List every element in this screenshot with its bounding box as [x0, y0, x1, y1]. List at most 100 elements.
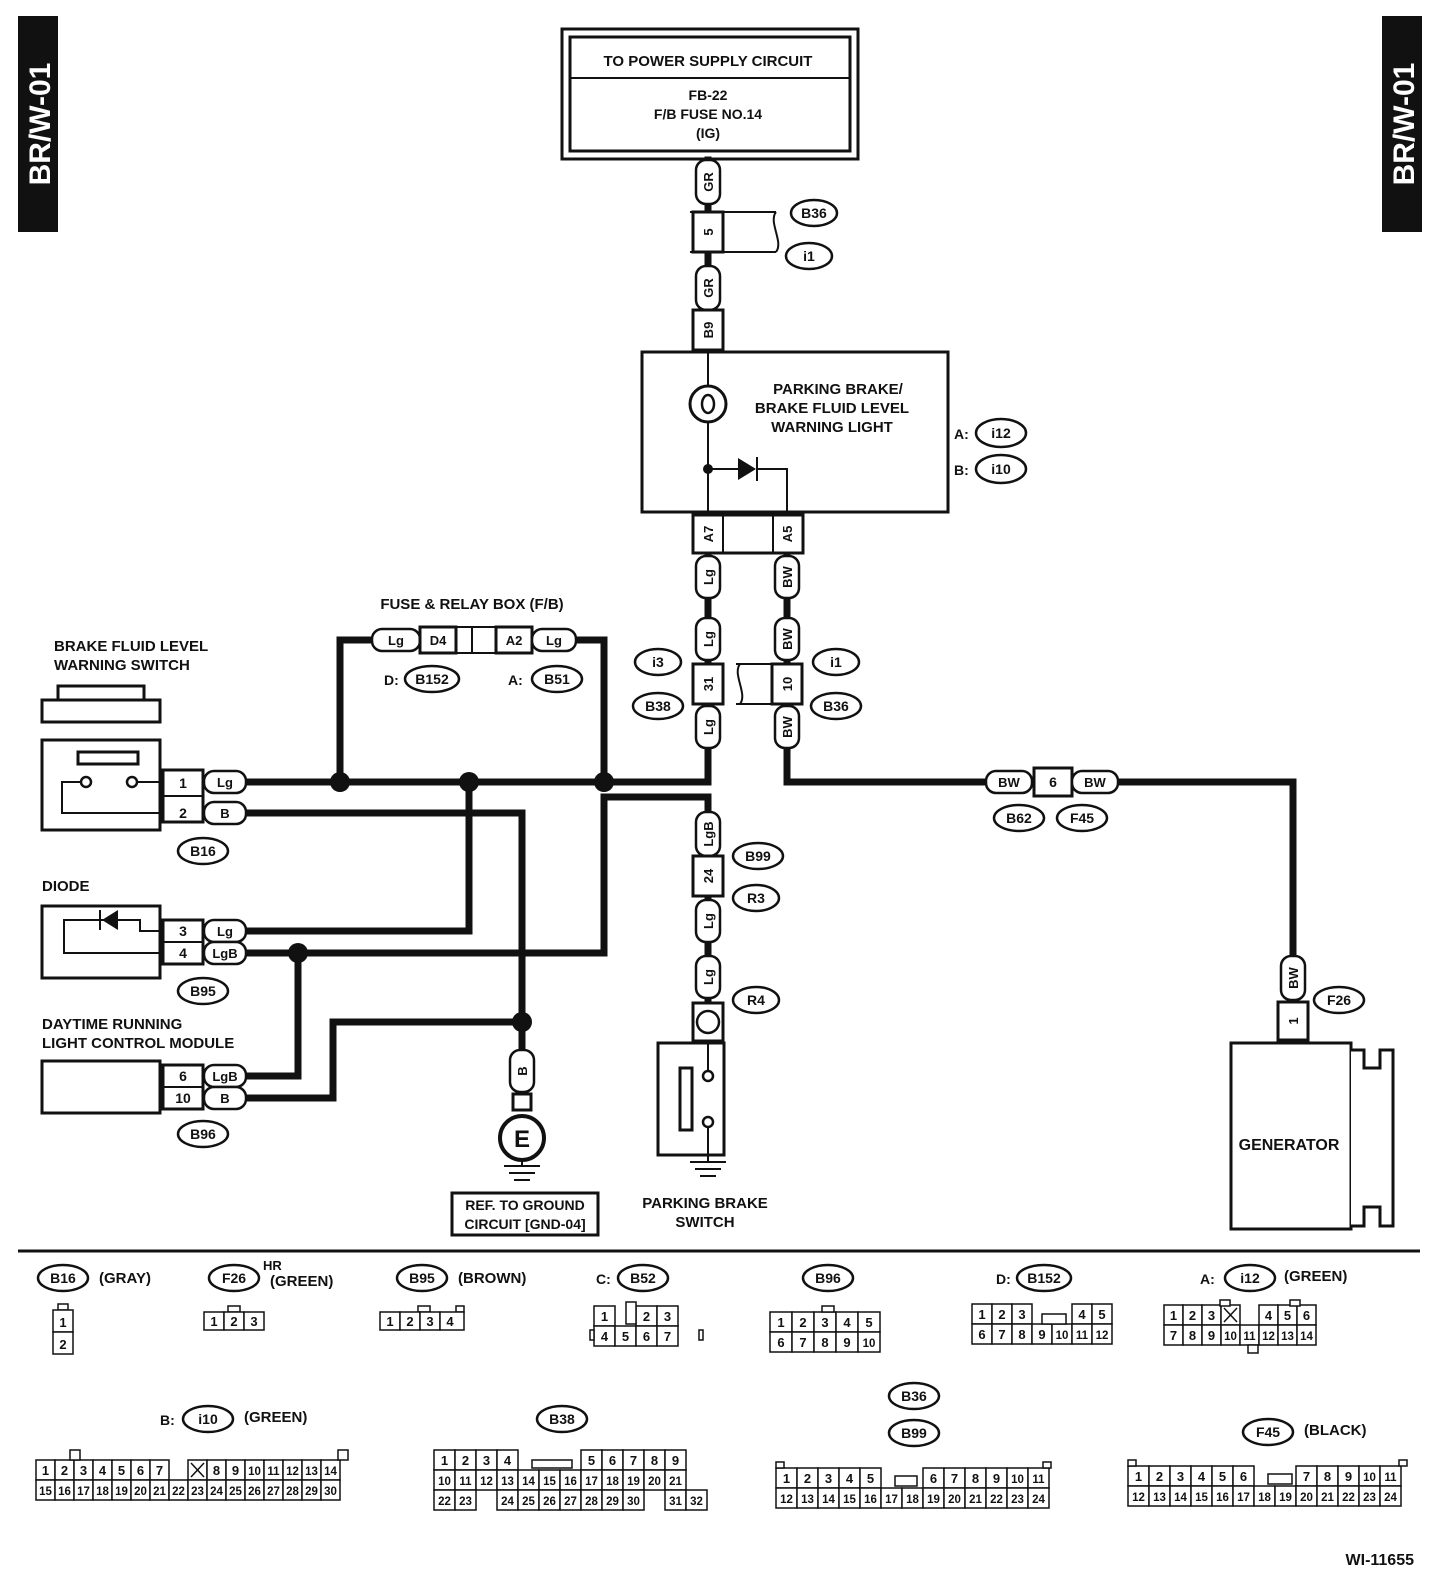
svg-text:1: 1: [386, 1314, 393, 1329]
side-tab-left: BR/W-01: [18, 16, 58, 232]
connector-pin-number: 3: [1018, 1307, 1025, 1322]
diode-label: DIODE: [42, 878, 90, 895]
pin-b9: B9: [691, 308, 725, 352]
connector-pin-number: 9: [1345, 1469, 1352, 1484]
svg-text:3: 3: [426, 1314, 433, 1329]
connector-pin-number: 15: [39, 1486, 52, 1498]
connector-pin-number: 1: [441, 1453, 448, 1468]
connector-pin-cell: [1296, 1324, 1317, 1346]
diode-symbol-icon: [738, 458, 756, 480]
connector-pin-number: 12: [1132, 1492, 1145, 1504]
connector-pin-number: 4: [1198, 1469, 1206, 1484]
connector-pin-number: 20: [134, 1486, 147, 1498]
connector-pin-number: 11: [267, 1466, 280, 1478]
connector-pin-number: 6: [137, 1463, 144, 1478]
svg-text:A:: A:: [508, 672, 523, 688]
svg-text:B16: B16: [190, 843, 216, 859]
connector-pin-number: 5: [1219, 1469, 1226, 1484]
svg-text:Lg: Lg: [388, 633, 404, 648]
connector-pin-number: 18: [906, 1494, 919, 1506]
connector-pin-number: 1: [42, 1463, 49, 1478]
connector-pin-number: 12: [1262, 1331, 1275, 1343]
figure-id: WI-11655: [1346, 1552, 1415, 1569]
svg-text:B:: B:: [160, 1412, 175, 1428]
connector-pin-number: 22: [990, 1494, 1003, 1506]
svg-text:B36: B36: [801, 205, 827, 221]
ground-icon: E: [514, 1126, 530, 1153]
svg-text:10: 10: [780, 677, 795, 691]
connector-pin-number: 18: [96, 1486, 109, 1498]
connector-pin-number: 19: [627, 1476, 640, 1488]
svg-text:B51: B51: [544, 671, 570, 687]
connector-tag-b36-top: B36: [789, 198, 839, 228]
svg-text:B96: B96: [190, 1126, 216, 1142]
connector-b62-f45-pin6: BW 6 BW: [984, 766, 1120, 798]
connector-pin-number: 21: [1321, 1492, 1334, 1504]
svg-text:BW: BW: [998, 775, 1020, 790]
svg-text:1: 1: [179, 775, 187, 791]
connector-i1-b36-pin10: 10: [736, 662, 804, 706]
wire-label-lg-1: Lg: [694, 554, 722, 600]
diode-triangle-icon: [102, 910, 118, 930]
warning-light-connector-a: A: i12: [954, 417, 1028, 449]
connector-pin-number: 19: [1279, 1492, 1292, 1504]
connector-pin-number: 3: [80, 1463, 87, 1478]
connector-pin-number: 11: [1032, 1474, 1045, 1486]
connector-pin-number: 27: [267, 1486, 280, 1498]
svg-text:HR: HR: [263, 1258, 282, 1273]
svg-text:(GREEN): (GREEN): [244, 1409, 307, 1426]
svg-text:2: 2: [406, 1314, 413, 1329]
svg-text:B38: B38: [645, 698, 671, 714]
connector-pin-number: 1: [601, 1309, 608, 1324]
connector-pin-number: 3: [825, 1471, 832, 1486]
svg-text:B52: B52: [630, 1270, 656, 1286]
svg-text:D:: D:: [384, 672, 399, 688]
svg-text:i12: i12: [1240, 1270, 1260, 1286]
side-tab-left-label: BR/W-01: [24, 63, 57, 186]
svg-text:5: 5: [701, 228, 716, 235]
svg-text:24: 24: [701, 868, 716, 883]
svg-text:BW: BW: [1286, 966, 1301, 988]
svg-text:R4: R4: [747, 992, 765, 1008]
connector-pin-number: 17: [1237, 1492, 1250, 1504]
connector-pin-number: 32: [690, 1496, 703, 1508]
connector-pin-number: 4: [601, 1329, 609, 1344]
wire-label-bw-3: BW: [773, 704, 801, 750]
connector-b36-i1-pin5: 5: [690, 210, 780, 254]
junction-dot: [459, 772, 479, 792]
svg-text:LgB: LgB: [701, 821, 716, 846]
wire-label-lg-3: Lg: [694, 704, 722, 750]
connector-pin-number: 19: [115, 1486, 128, 1498]
svg-text:(GRAY): (GRAY): [99, 1270, 151, 1287]
wire-label-lgb-pb: LgB: [694, 810, 722, 858]
connector-pin-number: 2: [998, 1307, 1005, 1322]
connector-pin-number: 2: [643, 1309, 650, 1324]
svg-text:F26: F26: [222, 1270, 246, 1286]
connector-pin-number: 8: [1189, 1328, 1196, 1343]
connector-pin-number: 4: [846, 1471, 854, 1486]
svg-text:10: 10: [175, 1090, 191, 1106]
connector-pin-cell: [1091, 1323, 1113, 1345]
svg-text:i12: i12: [991, 425, 1011, 441]
brake-fluid-switch-label-1: BRAKE FLUID LEVEL: [54, 638, 208, 655]
connector-pin-number: 9: [1208, 1328, 1215, 1343]
ground-ref-2: CIRCUIT [GND-04]: [464, 1216, 585, 1232]
connector-pin-number: 5: [588, 1453, 595, 1468]
connector-pin-number: 14: [324, 1466, 337, 1478]
svg-text:Lg: Lg: [701, 631, 716, 647]
wire-label-lg-pb-1: Lg: [694, 898, 722, 944]
connector-pin-number: 17: [585, 1476, 598, 1488]
svg-text:B: B: [220, 1091, 229, 1106]
connector-pin-number: 12: [780, 1494, 793, 1506]
svg-text:B38: B38: [549, 1411, 575, 1427]
